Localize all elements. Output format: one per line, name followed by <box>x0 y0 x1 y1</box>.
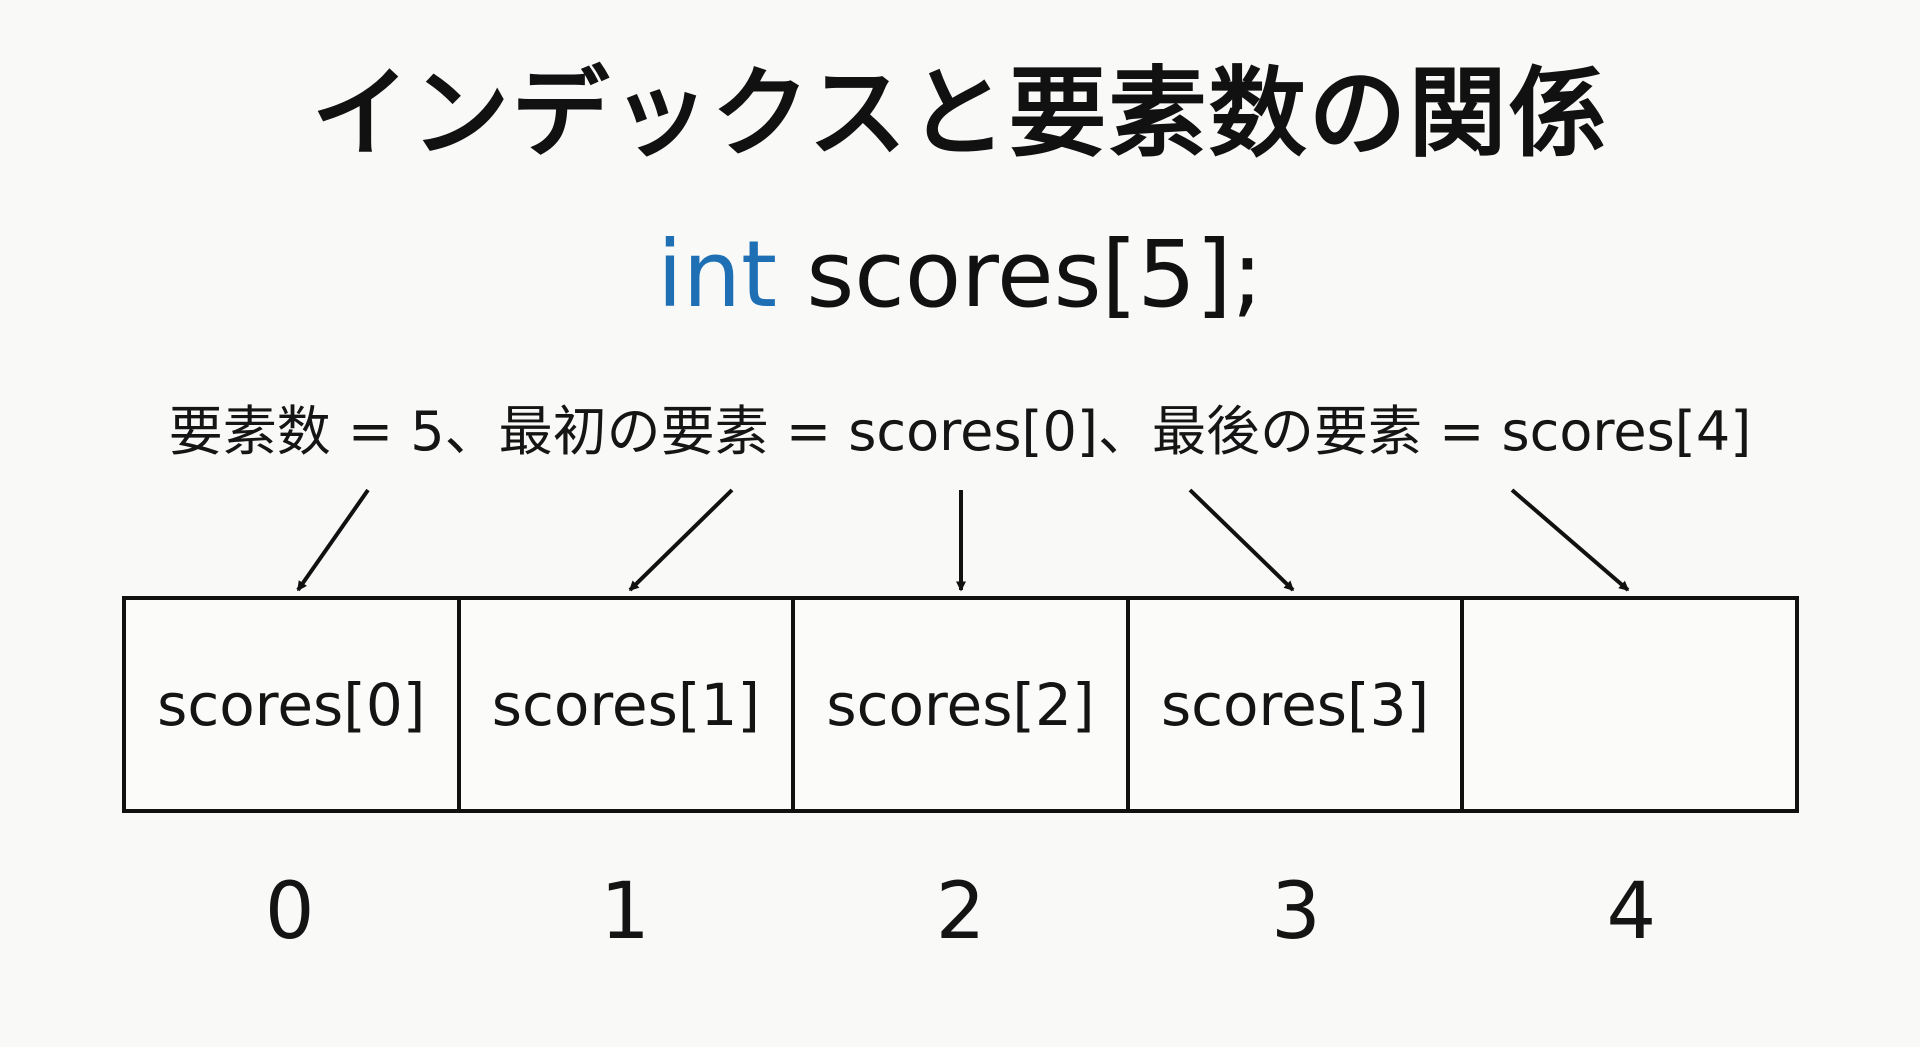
array-boxes: scores[0] scores[1] scores[2] scores[3] <box>122 596 1799 813</box>
index-label-1: 1 <box>600 867 650 957</box>
index-label-2: 2 <box>935 867 986 957</box>
index-label-3: 3 <box>1271 867 1321 957</box>
arrow-to-cell-1 <box>628 488 734 592</box>
array-cell-1: scores[1] <box>461 600 796 809</box>
index-label-4: 4 <box>1606 867 1657 957</box>
index-row: 0 1 2 3 4 <box>122 867 1799 957</box>
type-keyword: int <box>657 221 778 328</box>
arrow-to-cell-4 <box>1510 488 1630 592</box>
array-cell-0: scores[0] <box>126 600 461 809</box>
arrow-to-cell-3 <box>1188 488 1295 592</box>
diagram-title: インデックスと要素数の関係 <box>311 57 1609 171</box>
array-declaration: int scores[5]; <box>0 222 1920 328</box>
array-cell-2: scores[2] <box>795 600 1130 809</box>
caption-text: 要素数 = 5、最初の要素 = scores[0]、最後の要素 = scores… <box>168 400 1752 463</box>
array-cell-4 <box>1464 600 1795 809</box>
declaration-rest: scores[5]; <box>777 221 1263 328</box>
array-cell-3: scores[3] <box>1130 600 1465 809</box>
arrow-to-cell-0 <box>296 488 370 592</box>
index-label-0: 0 <box>264 867 315 957</box>
